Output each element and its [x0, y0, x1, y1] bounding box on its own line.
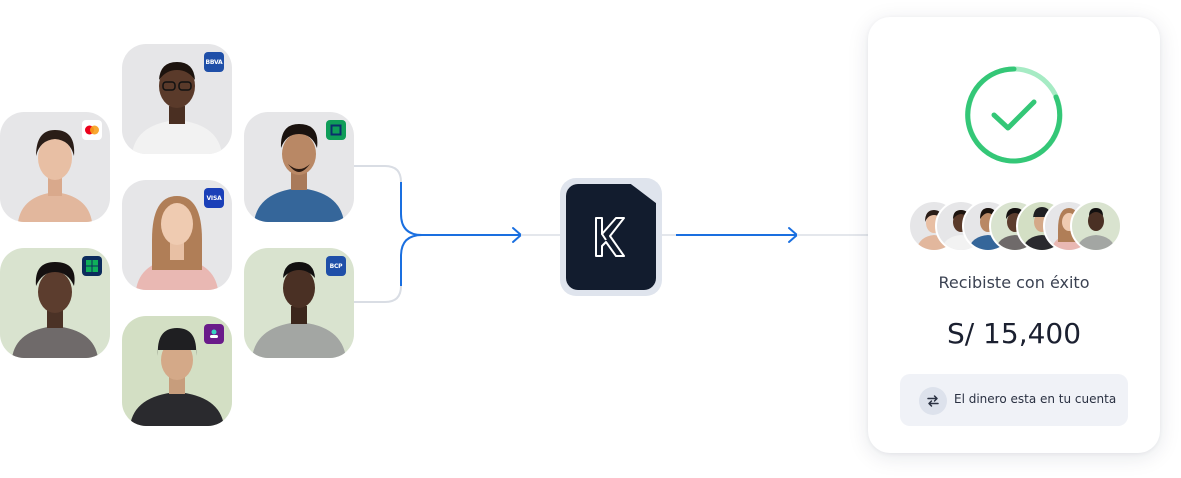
avatar	[1070, 200, 1122, 252]
k-logo-hub	[560, 178, 662, 296]
k-logo-tile	[566, 184, 656, 290]
connector-top-line	[354, 166, 401, 182]
bcp-label: BCP	[330, 263, 343, 270]
user-tile-5	[122, 316, 232, 426]
user-tile-1	[0, 112, 110, 222]
bank-icon	[330, 124, 342, 136]
success-title: Recibiste con éxito	[868, 273, 1160, 292]
transfer-arrows-icon	[919, 387, 947, 415]
check-circle-icon	[964, 65, 1064, 165]
merge-bottom-curve	[401, 235, 422, 286]
recipient-avatars	[908, 200, 1120, 252]
connector-bottom-line	[354, 286, 401, 302]
account-notice: El dinero esta en tu cuenta	[900, 374, 1128, 426]
user-tile-3: VISA	[122, 180, 232, 290]
visa-badge: VISA	[204, 188, 224, 208]
bank-green-badge	[326, 120, 346, 140]
user-tile-4	[0, 248, 110, 358]
mastercard-icon	[84, 125, 100, 135]
interbank-badge	[82, 256, 102, 276]
user-tile-6	[244, 112, 354, 222]
bbva-badge: BBVA	[204, 52, 224, 72]
mastercard-badge	[82, 120, 102, 140]
yape-badge	[204, 324, 224, 344]
account-notice-text: El dinero esta en tu cuenta	[954, 392, 1116, 406]
merge-top-curve	[401, 182, 422, 235]
user-tile-7: BCP	[244, 248, 354, 358]
bbva-label: BBVA	[206, 59, 223, 66]
user-tile-2: BBVA	[122, 44, 232, 154]
k-logo-icon	[566, 184, 656, 290]
interbank-icon	[86, 260, 98, 272]
received-amount: S/ 15,400	[868, 317, 1160, 350]
visa-label: VISA	[206, 195, 221, 202]
yape-icon	[208, 328, 220, 340]
bcp-badge: BCP	[326, 256, 346, 276]
success-card: Recibiste con éxito S/ 15,400 El dinero …	[868, 17, 1160, 453]
